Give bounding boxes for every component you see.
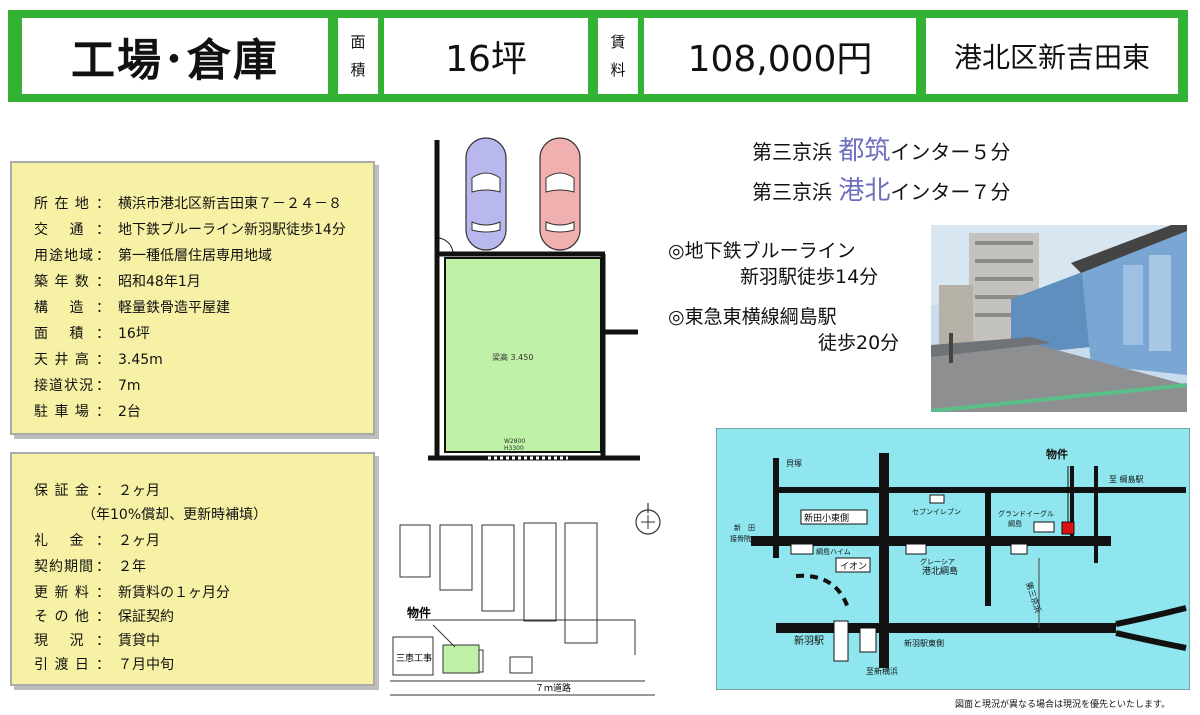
highway-access-1: 第三京浜 都筑インター５分 — [752, 136, 1011, 166]
detail-row: 築 年 数：昭和48年1月 — [34, 274, 201, 290]
door-height-label: H3300 — [504, 445, 524, 452]
ceiling-height-label: 梁高 3.450 — [492, 352, 533, 362]
property-details-panel: 所 在 地：横浜市港北区新吉田東７－２４－８ 交 通：地下鉄ブルーライン新羽駅徒… — [10, 161, 375, 435]
detail-row: 天 井 高：3.45m — [34, 352, 163, 368]
parking-car-blue-icon — [465, 137, 507, 251]
map-label-to-tsunashima: 至 綱島駅 — [1109, 474, 1144, 484]
station-access-1: ◎地下鉄ブルーライン 新羽駅徒歩14分 — [668, 240, 879, 288]
footer-note: 図面と現況が異なる場合は現況を優先といたします。 — [955, 700, 1171, 710]
map-label-nippa-station: 新羽駅 — [794, 634, 824, 647]
property-type-title: 工場･倉庫 — [22, 18, 328, 94]
road-width-label: ７ｍ道路 — [535, 682, 571, 694]
map-label-seven: セブンイレブン — [912, 507, 961, 516]
station-access-2: ◎東急東横線綱島駅 徒歩20分 — [668, 306, 900, 354]
map-label-grace: グレーシア — [920, 557, 955, 566]
map-label-nippa-east: 新羽駅東側 — [904, 638, 944, 648]
detail-row: 用途地域：第一種低層住居専用地域 — [34, 248, 272, 264]
compass-icon — [635, 503, 661, 535]
floor-plan: 梁高 3.450 W2800 H3300 — [428, 137, 640, 461]
neighbor-label: 三恵工事 — [396, 652, 432, 664]
term-row: 引 渡 日：７月中旬 — [34, 657, 174, 673]
term-row: 礼 金：２ヶ月 — [34, 533, 160, 549]
term-row: 更 新 料：新賃料の１ヶ月分 — [34, 585, 230, 601]
interchange-name: 港北 — [838, 176, 891, 206]
map-label-nitta: 新 田 — [734, 523, 755, 532]
location-title: 港北区新吉田東 — [926, 18, 1178, 94]
map-label-tsunashima-heim: 綱島ハイム — [816, 547, 851, 556]
street-photo — [931, 225, 1187, 412]
detail-row: 接道状況：7m — [34, 378, 141, 394]
map-label-tsunashima-small: 綱島 — [1008, 519, 1022, 528]
header-bar: 工場･倉庫 面積 16坪 賃料 108,000円 港北区新吉田東 — [8, 10, 1188, 102]
property-marker-icon — [1061, 521, 1075, 535]
term-row: 保 証 金：２ヶ月 — [34, 483, 160, 499]
map-label-kaizuka: 貝塚 — [786, 459, 802, 468]
detail-row: 構 造：軽量鉄骨造平屋建 — [34, 300, 230, 316]
site-property-label: 物件 — [407, 605, 431, 620]
lease-terms-panel: 保 証 金：２ヶ月 （年10%償却、更新時補填） 礼 金：２ヶ月 契約期間：２年… — [10, 452, 375, 686]
term-row: 現 況：賃貸中 — [34, 633, 160, 649]
rent-value: 108,000円 — [644, 18, 916, 94]
map-label-nitta-clinic: 接骨院 — [730, 534, 751, 543]
site-plan: 物件 三恵工事 ７ｍ道路 — [390, 503, 661, 696]
map-label-to-shinyokohama: 至新横浜 — [866, 666, 898, 676]
term-row: 契約期間：２年 — [34, 559, 146, 575]
interchange-name: 都筑 — [838, 136, 891, 166]
area-map: 貝塚 至 綱島駅 セブンイレブン グランドイーグル 綱島 新 田 接骨院 綱島ハ… — [716, 428, 1190, 690]
detail-row: 駐 車 場：2台 — [34, 404, 141, 420]
map-label-grand-eagle: グランドイーグル — [998, 509, 1054, 518]
highway-access-2: 第三京浜 港北インター７分 — [752, 176, 1011, 206]
area-label: 面積 — [338, 18, 378, 94]
detail-row: 所 在 地：横浜市港北区新吉田東７－２４－８ — [34, 196, 342, 212]
term-note: （年10%償却、更新時補填） — [82, 507, 268, 523]
rent-label: 賃料 — [598, 18, 638, 94]
detail-row: 交 通：地下鉄ブルーライン新羽駅徒歩14分 — [34, 222, 346, 238]
map-label-aeon: イオン — [840, 561, 867, 572]
door-width-label: W2800 — [504, 438, 525, 445]
detail-row: 面 積：16坪 — [34, 326, 150, 342]
parking-car-red-icon — [539, 137, 581, 251]
area-value: 16坪 — [384, 18, 588, 94]
term-row: そ の 他：保証契約 — [34, 609, 174, 625]
map-property-label: 物件 — [1046, 447, 1068, 461]
map-label-kohoku: 港北綱島 — [922, 565, 958, 577]
map-label-nitta-sho: 新田小東側 — [804, 512, 849, 524]
